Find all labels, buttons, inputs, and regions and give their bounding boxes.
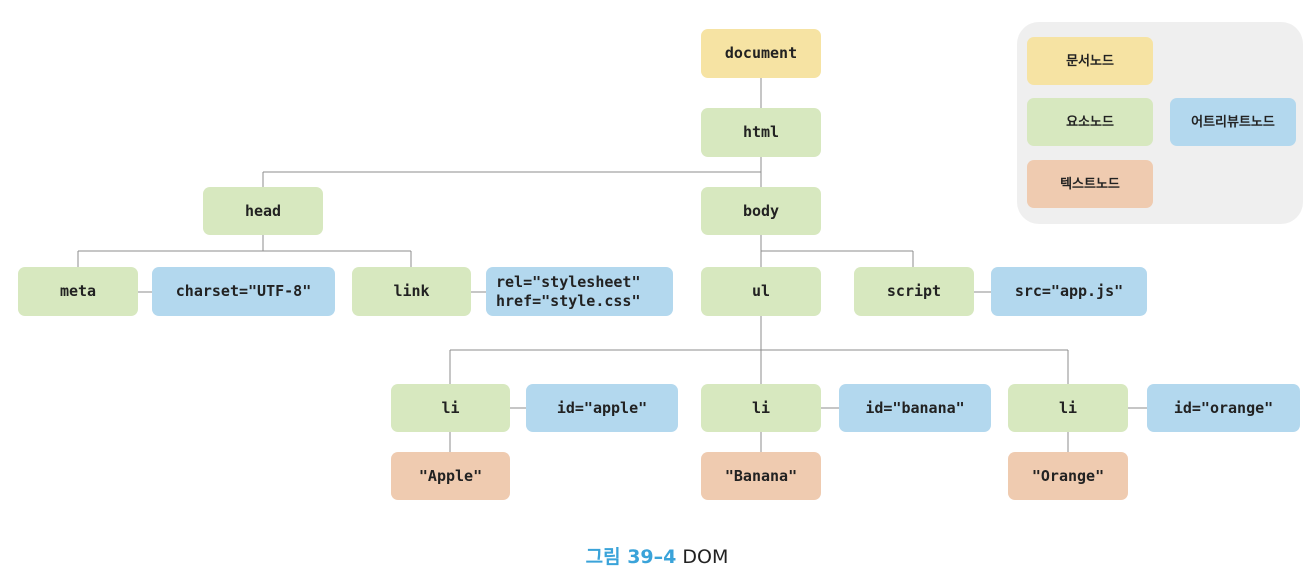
figure-title: DOM bbox=[682, 546, 729, 568]
legend-document-node: 문서노드 bbox=[1027, 37, 1153, 85]
li-orange-node: li bbox=[1008, 384, 1128, 432]
meta-node: meta bbox=[18, 267, 138, 316]
li-banana-id-attribute: id="banana" bbox=[839, 384, 991, 432]
document-node: document bbox=[701, 29, 821, 78]
figure-number: 그림 39–4 bbox=[585, 546, 677, 568]
meta-charset-attribute: charset="UTF-8" bbox=[152, 267, 335, 316]
link-attributes: rel="stylesheet" href="style.css" bbox=[486, 267, 673, 316]
legend-element-node: 요소노드 bbox=[1027, 98, 1153, 146]
orange-text-node: "Orange" bbox=[1008, 452, 1128, 500]
html-node: html bbox=[701, 108, 821, 157]
body-node: body bbox=[701, 187, 821, 235]
link-node: link bbox=[352, 267, 471, 316]
script-node: script bbox=[854, 267, 974, 316]
banana-text-node: "Banana" bbox=[701, 452, 821, 500]
head-node: head bbox=[203, 187, 323, 235]
li-orange-id-attribute: id="orange" bbox=[1147, 384, 1300, 432]
apple-text-node: "Apple" bbox=[391, 452, 510, 500]
legend-attribute-node: 어트리뷰트노드 bbox=[1170, 98, 1296, 146]
li-banana-node: li bbox=[701, 384, 821, 432]
legend-text-node: 텍스트노드 bbox=[1027, 160, 1153, 208]
ul-node: ul bbox=[701, 267, 821, 316]
li-apple-id-attribute: id="apple" bbox=[526, 384, 678, 432]
li-apple-node: li bbox=[391, 384, 510, 432]
script-src-attribute: src="app.js" bbox=[991, 267, 1147, 316]
